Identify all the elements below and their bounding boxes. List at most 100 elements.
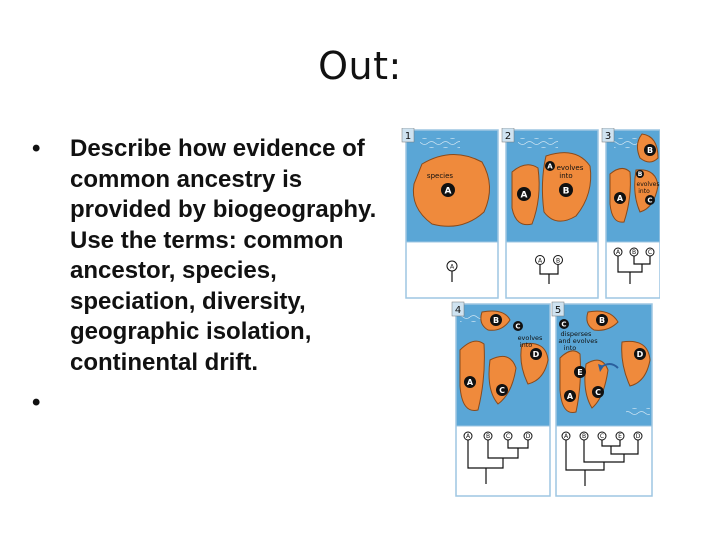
- species-marker: [559, 183, 573, 197]
- tree-tip-label: D: [526, 433, 531, 440]
- landmass-center: [488, 355, 517, 405]
- slide-title: Out:: [318, 44, 402, 88]
- panel-5: 5 C B disperses and evolves into D E A C…: [551, 301, 653, 497]
- caption-line: into: [564, 344, 576, 352]
- tree-branch: [617, 256, 651, 284]
- panel-number: 1: [405, 131, 411, 142]
- tree-tip-label: A: [538, 258, 543, 265]
- species-marker: [614, 192, 626, 204]
- species-letter: B: [599, 316, 605, 325]
- tree-tip-label: E: [618, 433, 622, 440]
- species-marker: [574, 366, 586, 378]
- panel-2: 2 A A evolves into B A B: [501, 128, 599, 299]
- species-letter: C: [595, 388, 601, 397]
- caption-line: evolves: [557, 164, 584, 172]
- landmass-west: [459, 340, 485, 411]
- tree-area: [555, 425, 653, 497]
- species-marker: [592, 386, 604, 398]
- caption-line: evolves: [518, 334, 543, 342]
- species-marker: [517, 187, 531, 201]
- tree-tip-label: C: [600, 433, 604, 440]
- panel-border: [555, 303, 653, 497]
- species-marker-small: [636, 170, 644, 178]
- panel-number: 2: [505, 131, 511, 142]
- species-letter: A: [617, 194, 624, 203]
- species-letter: B: [563, 187, 570, 197]
- bullet-dot: •: [32, 389, 41, 416]
- bullet-list: • Describe how evidence of common ancest…: [30, 134, 390, 418]
- tree-tip-label: C: [506, 433, 510, 440]
- tree-area: [405, 241, 499, 299]
- caption-line: into: [638, 188, 650, 195]
- caption-line: into: [559, 172, 572, 180]
- tree-branch: [539, 265, 559, 284]
- species-marker: [464, 376, 476, 388]
- tree-tip-label: A: [450, 264, 455, 271]
- tree-tip-label: B: [632, 249, 636, 256]
- panel-number: 3: [605, 131, 611, 142]
- bullet-item: • Describe how evidence of common ancest…: [30, 134, 390, 378]
- species-letter: A: [547, 163, 553, 171]
- species-letter: A: [445, 187, 452, 197]
- species-marker: [634, 348, 646, 360]
- tree-tip-label: A: [466, 433, 471, 440]
- species-letter: D: [533, 350, 540, 359]
- wave-marks: [614, 138, 638, 148]
- species-letter: C: [561, 321, 566, 329]
- species-marker: [530, 348, 542, 360]
- species-marker: [490, 314, 502, 326]
- landmass-west: [559, 350, 581, 414]
- species-letter: B: [493, 316, 499, 325]
- panel-border: [455, 303, 551, 497]
- species-letter: D: [637, 350, 644, 359]
- bullet-text: Describe how evidence of common ancestry…: [70, 135, 377, 376]
- bullet-dot: •: [32, 135, 41, 162]
- species-marker: [441, 183, 455, 197]
- species-letter: C: [515, 323, 520, 331]
- wave-marks: [420, 138, 460, 148]
- panel-3: 3 B A B evolves into C A B C: [601, 128, 660, 299]
- wave-marks: [626, 408, 650, 416]
- tree-tip-label: A: [616, 249, 621, 256]
- panel-number-box: [401, 128, 415, 143]
- caption-line: evolves: [637, 181, 660, 188]
- tree-tip: [553, 255, 563, 265]
- species-letter: C: [647, 197, 652, 205]
- species-marker: [564, 390, 576, 402]
- panel-number-box: [551, 301, 565, 317]
- species-letter: B: [647, 146, 653, 155]
- wave-marks: [518, 138, 558, 148]
- panel-number: 5: [555, 305, 561, 316]
- species-marker: [644, 144, 656, 156]
- species-letter: A: [567, 392, 574, 401]
- panel-4: 4 B C evolves into D A C A B C D: [451, 301, 551, 497]
- species-letter: A: [467, 378, 474, 387]
- panel-number: 4: [455, 305, 461, 316]
- species-caption: species: [427, 172, 453, 180]
- panel-border: [405, 129, 499, 299]
- species-marker-small: [513, 321, 523, 331]
- panel-border: [605, 129, 660, 299]
- caption-line: and evolves: [558, 337, 598, 345]
- tree-branch: [565, 440, 639, 486]
- tree-tip-label: B: [486, 433, 490, 440]
- panel-number-box: [451, 301, 465, 317]
- bullet-item-empty: •: [30, 388, 390, 418]
- species-letter: A: [521, 191, 528, 201]
- arrow-head-icon: [598, 364, 604, 372]
- tree-area: [505, 241, 599, 299]
- tree-tip-label: B: [556, 258, 560, 265]
- tree-tip-label: D: [636, 433, 641, 440]
- caption-line: into: [520, 341, 532, 349]
- tree-tip-label: A: [564, 433, 569, 440]
- species-marker: [596, 314, 608, 326]
- panel-1: 1 species A A: [401, 128, 499, 299]
- tree-tip-label: B: [582, 433, 586, 440]
- wave-marks: [460, 314, 490, 322]
- species-marker: [645, 195, 655, 205]
- species-marker-small: [559, 319, 569, 329]
- caption-line: disperses: [561, 330, 593, 338]
- species-marker: [496, 384, 508, 396]
- tree-tip: [535, 255, 545, 265]
